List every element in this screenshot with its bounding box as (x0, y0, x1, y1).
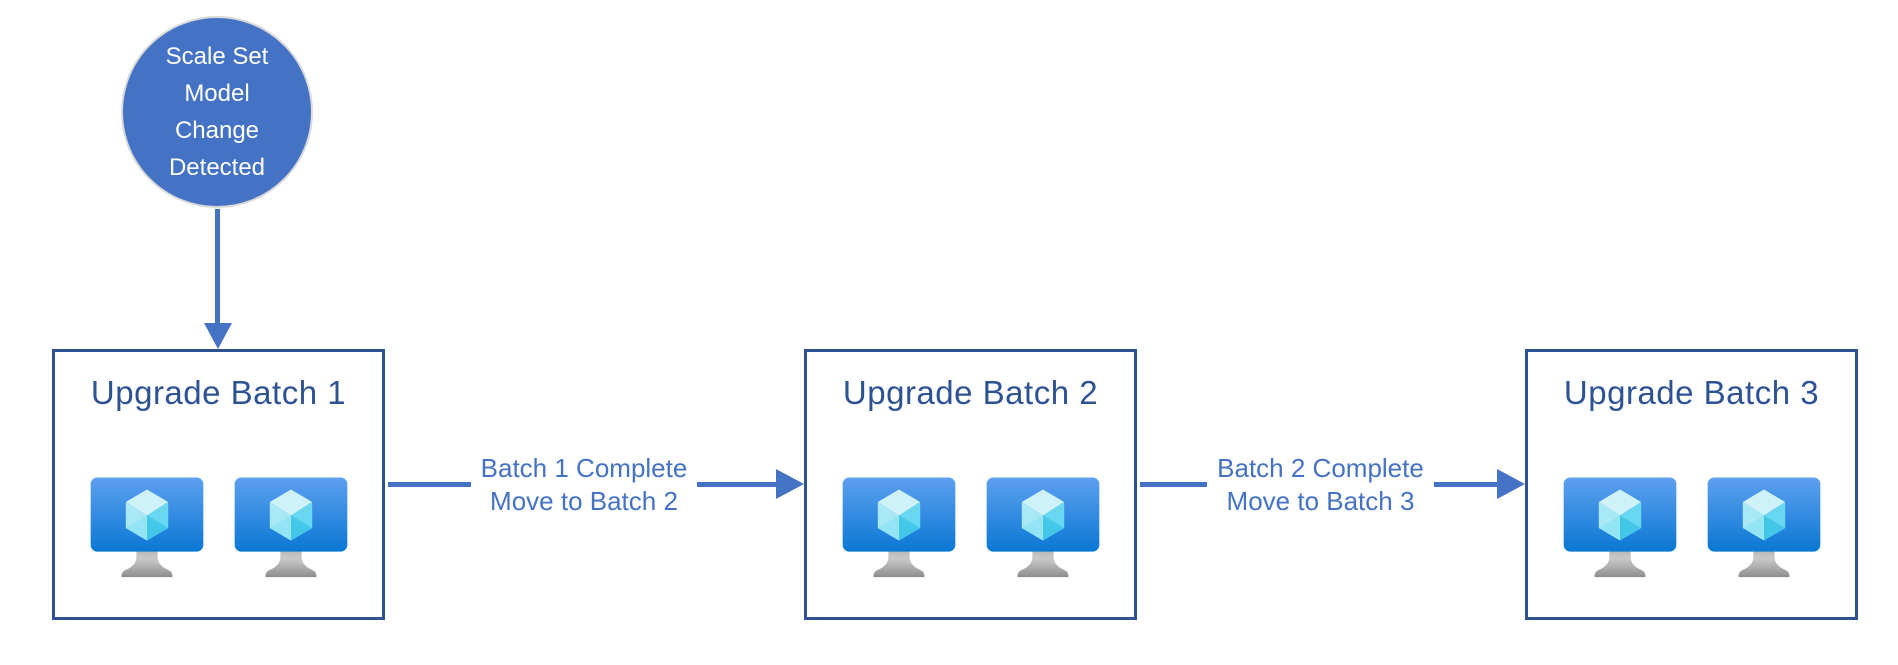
batch-box-3-title: Upgrade Batch 3 (1563, 374, 1820, 411)
start-node-line: Model (184, 80, 250, 107)
batch-box-2-title: Upgrade Batch 2 (842, 374, 1099, 411)
batch-box-1: Upgrade Batch 1 (52, 349, 385, 620)
connector-label-line: Move to Batch 3 (1226, 485, 1415, 516)
vm-icon (842, 477, 955, 578)
start-node-line: Change (174, 117, 260, 144)
connector-label-line: Batch 2 Complete (1217, 452, 1424, 483)
vm-icon (90, 477, 203, 578)
vm-icon (1563, 477, 1676, 578)
batch-box-1-title: Upgrade Batch 1 (90, 374, 347, 411)
batch-box-3: Upgrade Batch 3 (1525, 349, 1858, 620)
start-node-line: Detected (168, 154, 266, 181)
connector-label-line: Batch 1 Complete (480, 452, 688, 483)
start-node-line: Scale Set (165, 43, 269, 70)
right-arrow-head-icon (776, 469, 804, 499)
batch-box-2: Upgrade Batch 2 (804, 349, 1137, 620)
connector-label: Batch 1 Complete Move to Batch 2 (470, 447, 698, 522)
vm-row (1528, 476, 1855, 580)
down-arrow-head-icon (204, 323, 232, 349)
right-arrow-head-icon (1497, 469, 1525, 499)
vm-icon (234, 477, 347, 578)
start-node-scale-set-change: Scale Set Model Change Detected (121, 16, 313, 208)
vm-row (55, 476, 382, 580)
connector-label: Batch 2 Complete Move to Batch 3 (1207, 447, 1434, 522)
vm-icon (986, 477, 1099, 578)
down-arrow-line (215, 209, 220, 324)
vm-icon (1707, 477, 1820, 578)
connector-label-wrap: Batch 1 Complete Move to Batch 2 (388, 349, 780, 620)
connector-batch1-to-batch2: Batch 1 Complete Move to Batch 2 (388, 349, 804, 620)
connector-label-line: Move to Batch 2 (490, 485, 678, 516)
connector-label-wrap: Batch 2 Complete Move to Batch 3 (1140, 349, 1501, 620)
connector-batch2-to-batch3: Batch 2 Complete Move to Batch 3 (1140, 349, 1525, 620)
vm-row (807, 476, 1134, 580)
